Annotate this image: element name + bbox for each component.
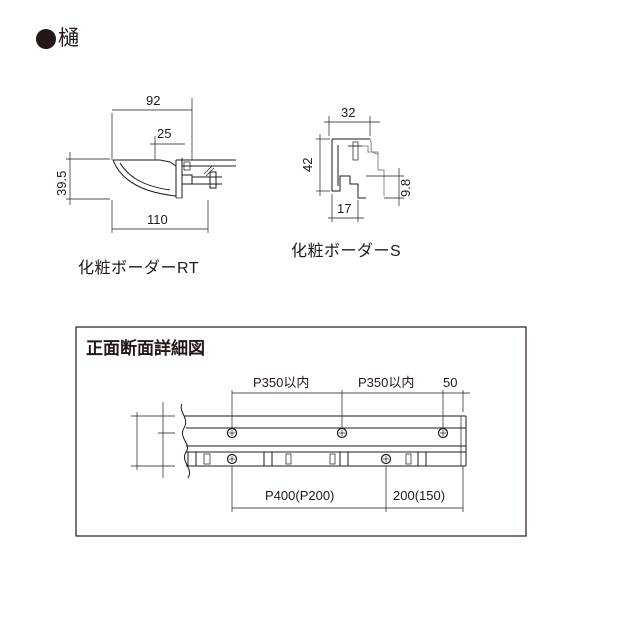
bracket xyxy=(417,451,427,467)
dim-p400: P400(P200) xyxy=(265,488,334,503)
bracket xyxy=(339,451,349,467)
dim-p350-b: P350以内 xyxy=(358,375,414,390)
dim-end: 50 xyxy=(443,375,457,390)
bracket xyxy=(203,453,211,465)
profile-rt-caption: 化粧ボーダーRT xyxy=(78,260,200,277)
front-detail-panel: 正面断面詳細図 P350以内 P350以内 50 xyxy=(75,326,527,537)
profile-s-drawing: 32 42 9.8 17 xyxy=(300,105,413,222)
screw-icon xyxy=(380,453,392,465)
profile-rt-drawing: 92 25 39.5 110 xyxy=(54,93,236,233)
bracket xyxy=(329,453,336,465)
dim-s-top: 32 xyxy=(341,105,355,120)
dim-200: 200(150) xyxy=(393,488,445,503)
bracket xyxy=(285,453,292,465)
dim-s-small: 9.8 xyxy=(398,179,413,197)
dim-s-bottom: 17 xyxy=(337,201,351,216)
dim-rt-height: 39.5 xyxy=(54,171,69,196)
screw-icon xyxy=(226,427,238,439)
dim-rt-top: 92 xyxy=(146,93,160,108)
dim-rt-inner: 25 xyxy=(157,126,171,141)
screw-icon xyxy=(437,427,449,439)
profile-s-caption: 化粧ボーダーS xyxy=(291,243,402,260)
filled-circle-icon xyxy=(36,29,56,49)
front-detail-title: 正面断面詳細図 xyxy=(86,338,205,358)
section-heading: 樋 xyxy=(36,26,79,52)
bracket xyxy=(187,451,197,467)
dim-p350-a: P350以内 xyxy=(253,375,309,390)
section-title: 樋 xyxy=(58,27,79,50)
dim-rt-bottom: 110 xyxy=(147,212,168,227)
screw-icon xyxy=(336,427,348,439)
screw-icon xyxy=(226,453,238,465)
bracket xyxy=(405,453,412,465)
bracket xyxy=(263,451,273,467)
dim-s-height: 42 xyxy=(300,158,315,172)
